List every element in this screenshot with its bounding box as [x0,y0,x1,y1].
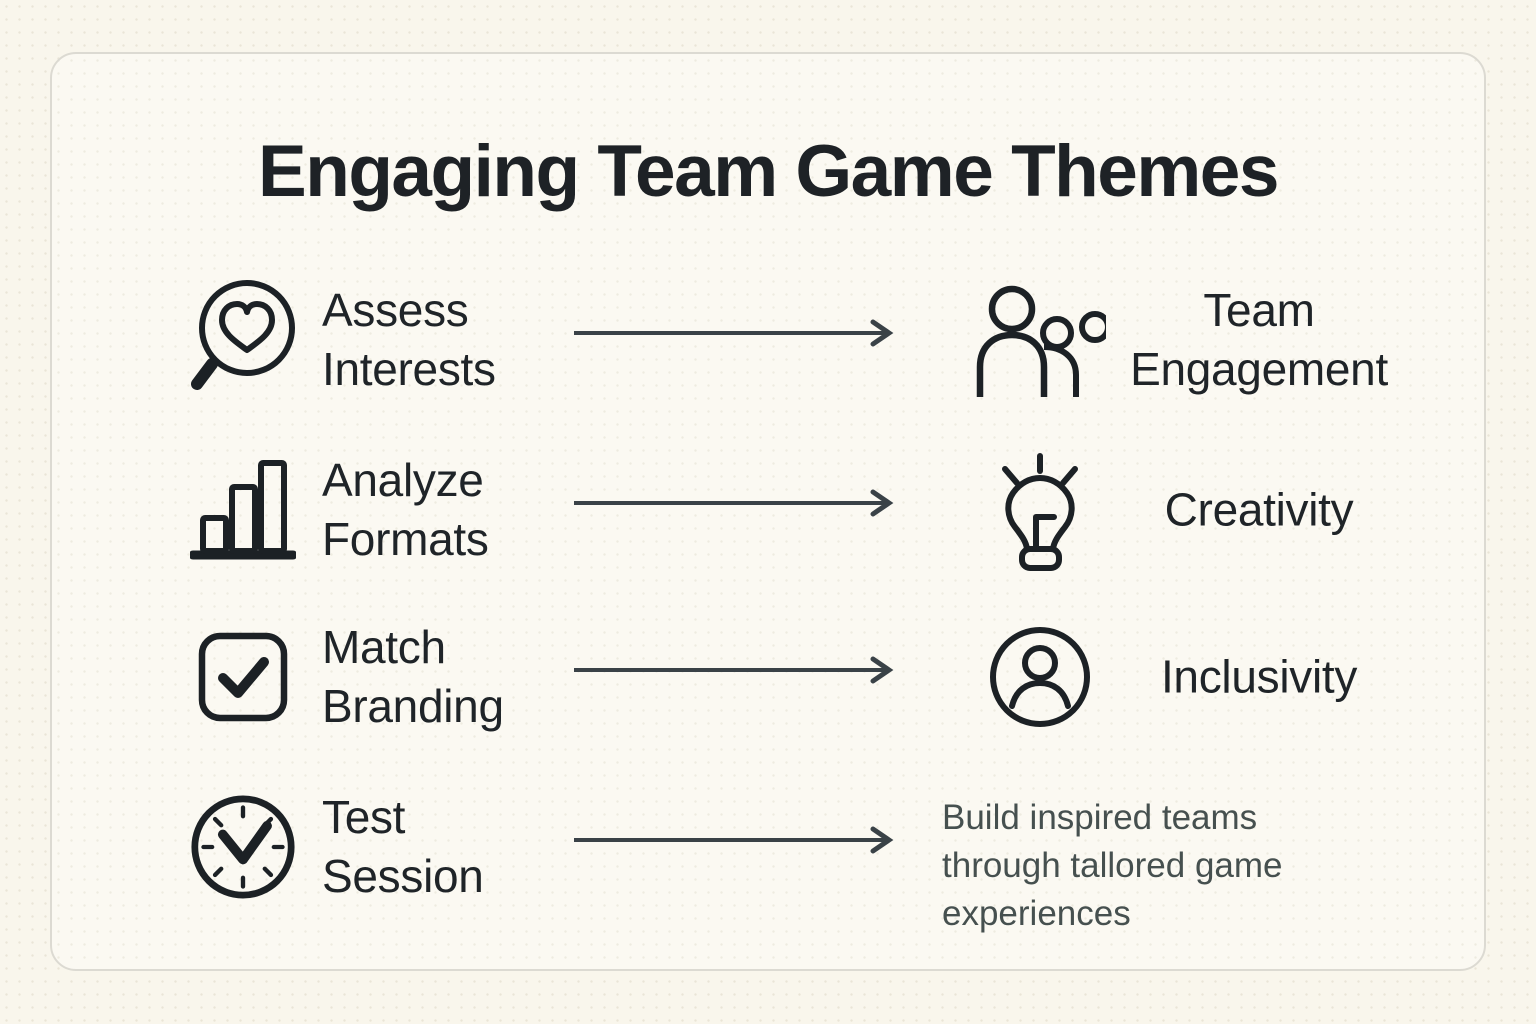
outcome-label: Team Engagement [1130,284,1388,395]
infographic-card: Engaging Team Game Themes Assess Interes… [50,52,1486,971]
clock-check-icon [185,785,300,909]
bar-chart-icon [185,448,300,572]
heart-magnifier-icon [185,278,300,402]
summary-text: Build inspired teams through tallored ga… [942,798,1283,933]
arrow-right-icon [572,318,894,348]
theme-label: Assess Interests [322,284,496,395]
person-circle-icon [988,625,1092,729]
outcome-label: Creativity [1164,483,1354,536]
outcome-label: Inclusivity [1160,650,1358,703]
team-people-icon [974,283,1106,397]
theme-label: Test Session [322,791,484,902]
theme-label: Match Branding [322,621,504,732]
lightbulb-icon [988,449,1092,571]
arrow-right-icon [572,655,894,685]
checkbox-icon [185,615,300,739]
arrow-right-icon [572,488,894,518]
page-title: Engaging Team Game Themes [258,131,1279,212]
arrow-right-icon [572,825,894,855]
theme-label: Analyze Formats [322,454,489,565]
